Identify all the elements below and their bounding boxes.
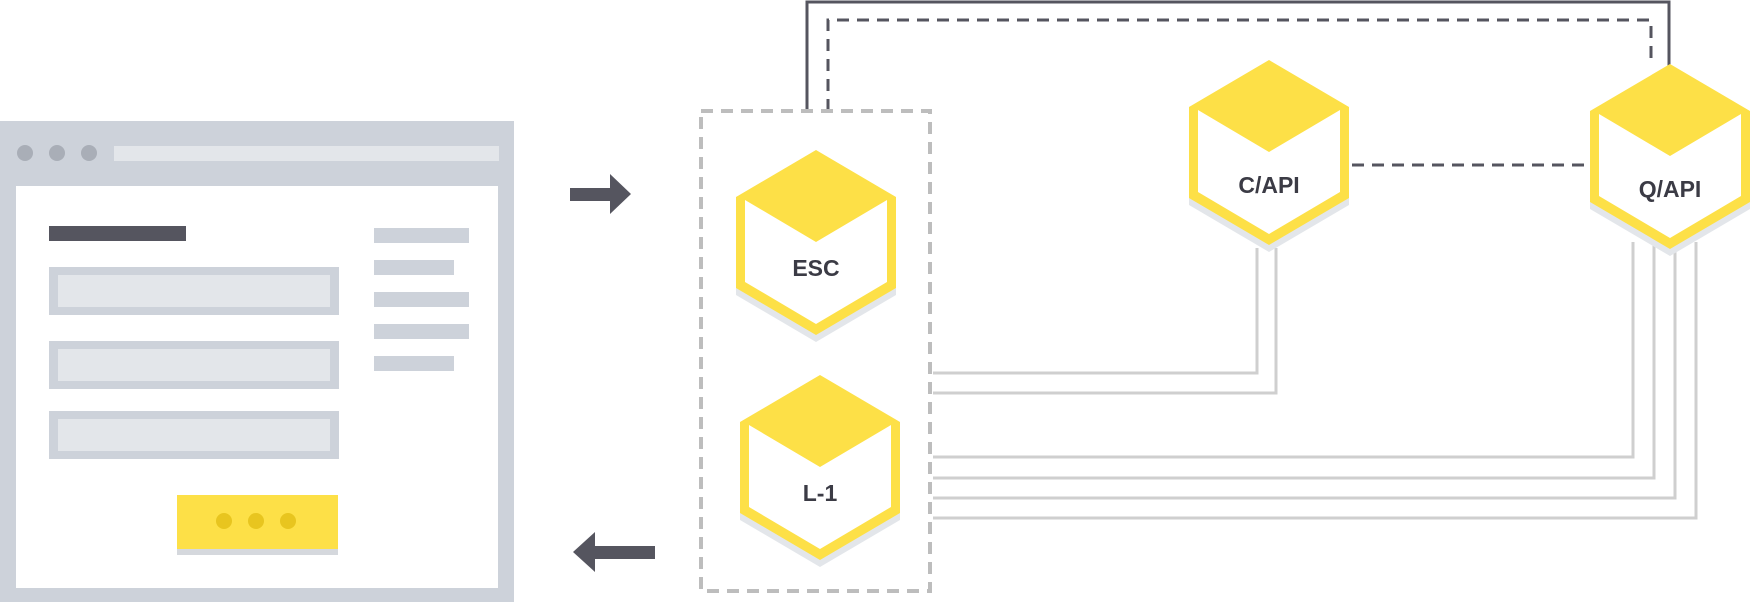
l1-label: L-1 (803, 480, 838, 506)
esc-label: ESC (792, 255, 839, 281)
hex-node-l1: L-1 (740, 375, 900, 567)
form-heading-bar (49, 226, 186, 241)
qapi-label: Q/API (1639, 176, 1702, 202)
address-bar (114, 146, 499, 161)
hex-node-capi: C/API (1189, 60, 1349, 252)
window-dot-2 (49, 145, 65, 161)
sidebar-line-4 (374, 324, 469, 339)
arrow-left-icon (573, 532, 655, 572)
sidebar-line-2 (374, 260, 454, 275)
arrow-right-icon (570, 174, 631, 214)
capi-label: C/API (1238, 172, 1299, 198)
browser-window-icon (0, 121, 514, 602)
sidebar-line-5 (374, 356, 454, 371)
hex-node-esc: ESC (736, 150, 896, 342)
top-connectors (805, 0, 1671, 167)
submit-button (177, 495, 338, 555)
window-dot-3 (81, 145, 97, 161)
window-dot-1 (17, 145, 33, 161)
sidebar-line-1 (374, 228, 469, 243)
connection-wires (933, 242, 1698, 520)
hex-node-qapi: Q/API (1590, 64, 1750, 256)
sidebar-line-3 (374, 292, 469, 307)
